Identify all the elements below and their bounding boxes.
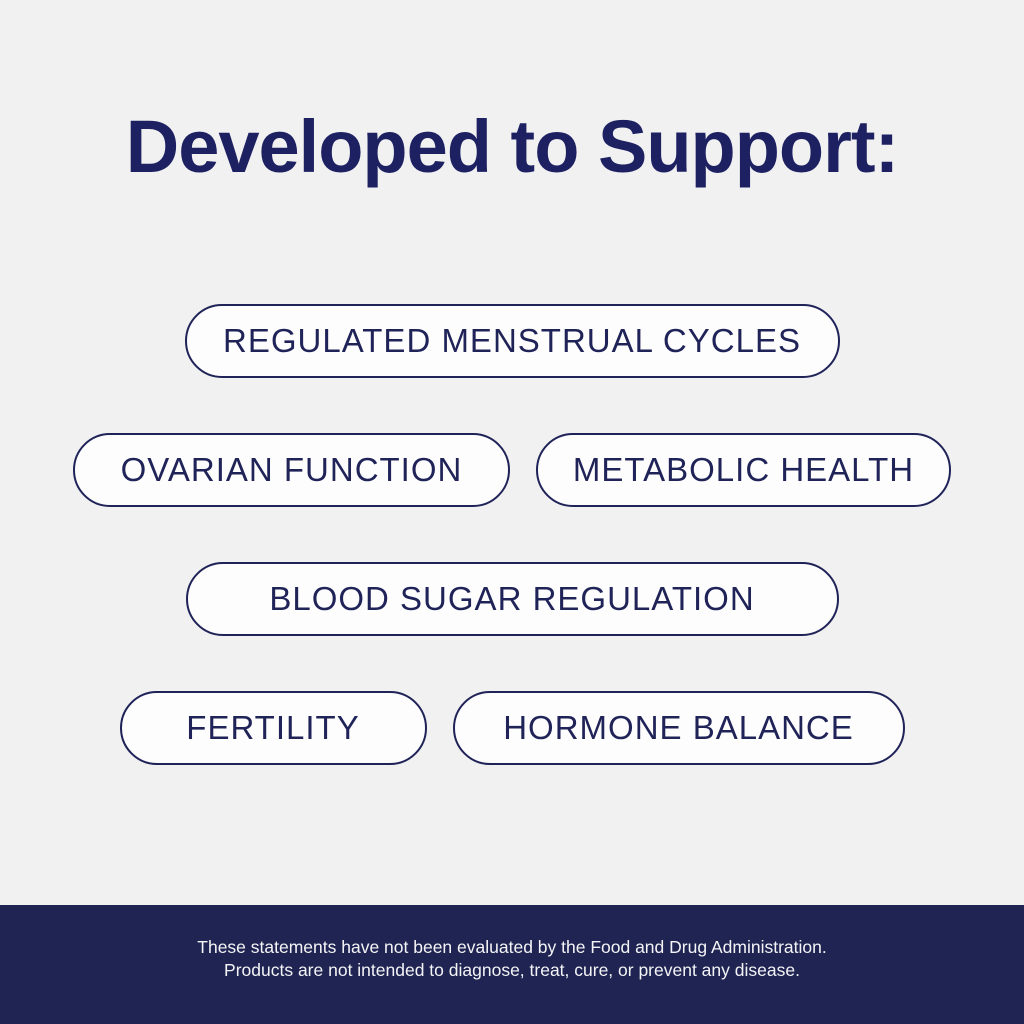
fda-disclaimer-bar: These statements have not been evaluated…	[0, 905, 1024, 1024]
pill-row-4: FERTILITY HORMONE BALANCE	[119, 691, 905, 765]
benefit-pill-label: BLOOD SUGAR REGULATION	[269, 580, 755, 617]
pill-row-1: REGULATED MENSTRUAL CYCLES	[184, 304, 840, 378]
pill-row-3: BLOOD SUGAR REGULATION	[185, 562, 839, 636]
benefit-pill-label: HORMONE BALANCE	[503, 709, 854, 746]
benefit-pill-ovarian-function: OVARIAN FUNCTION	[73, 433, 510, 507]
benefit-pill-blood-sugar-regulation: BLOOD SUGAR REGULATION	[185, 562, 839, 636]
fda-disclaimer-line-2: Products are not intended to diagnose, t…	[224, 960, 800, 980]
pill-row-2: OVARIAN FUNCTION METABOLIC HEALTH	[73, 433, 951, 507]
benefit-pill-stack: REGULATED MENSTRUAL CYCLES OVARIAN FUNCT…	[0, 304, 1024, 765]
fda-disclaimer-line-1: These statements have not been evaluated…	[197, 937, 827, 957]
benefit-pill-metabolic-health: METABOLIC HEALTH	[536, 433, 951, 507]
benefit-pill-fertility: FERTILITY	[119, 691, 427, 765]
page-title: Developed to Support:	[125, 105, 899, 188]
benefit-pill-hormone-balance: HORMONE BALANCE	[452, 691, 905, 765]
benefit-pill-label: FERTILITY	[186, 709, 360, 746]
benefit-pill-label: REGULATED MENSTRUAL CYCLES	[223, 322, 801, 359]
benefit-pill-regulated-menstrual-cycles: REGULATED MENSTRUAL CYCLES	[184, 304, 840, 378]
benefit-pill-label: METABOLIC HEALTH	[572, 451, 915, 488]
benefit-pill-label: OVARIAN FUNCTION	[120, 451, 463, 488]
